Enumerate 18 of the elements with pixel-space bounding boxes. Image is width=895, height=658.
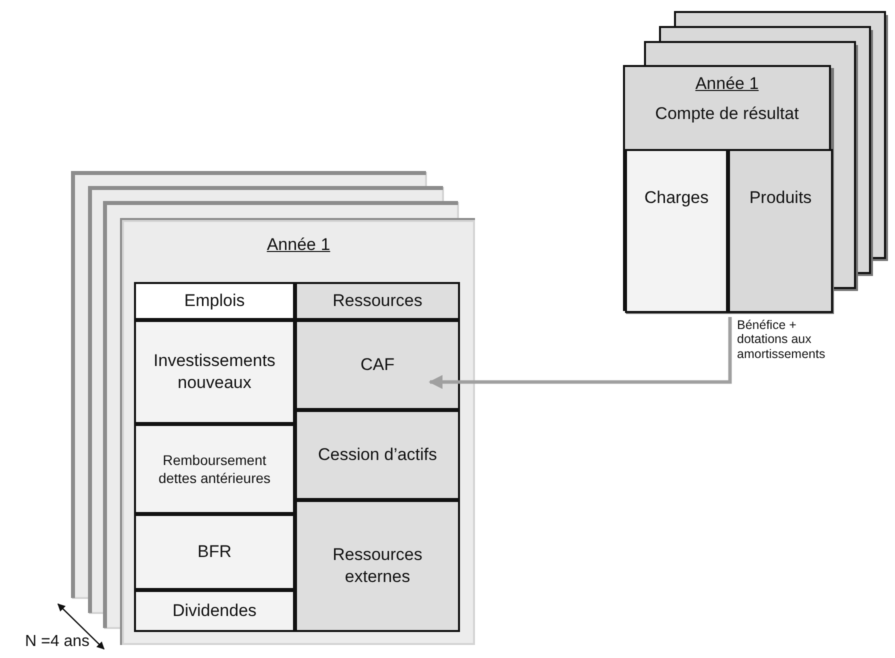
page-card: [122, 220, 475, 645]
page-card: [623, 65, 831, 311]
table-cell: Ressources externes: [295, 500, 460, 632]
dimension-label: N =4 ans: [25, 633, 90, 651]
section-title: Compte de résultat: [655, 103, 799, 126]
table-cell: Charges: [625, 149, 728, 313]
table-cell: BFR: [134, 514, 295, 590]
page-heading: Année 1: [695, 73, 759, 95]
table-cell: Remboursement dettes antérieures: [134, 424, 295, 514]
table-cell: CAF: [295, 320, 460, 410]
table-cell: Ressources: [295, 282, 460, 320]
page-heading: Année 1: [266, 234, 330, 256]
table-cell: Cession d’actifs: [295, 410, 460, 500]
table-cell: Investissements nouveaux: [134, 320, 295, 424]
table-cell: Dividendes: [134, 590, 295, 632]
arrow: [428, 317, 732, 389]
table-cell: Produits: [728, 149, 833, 313]
table-cell: Emplois: [134, 282, 295, 320]
